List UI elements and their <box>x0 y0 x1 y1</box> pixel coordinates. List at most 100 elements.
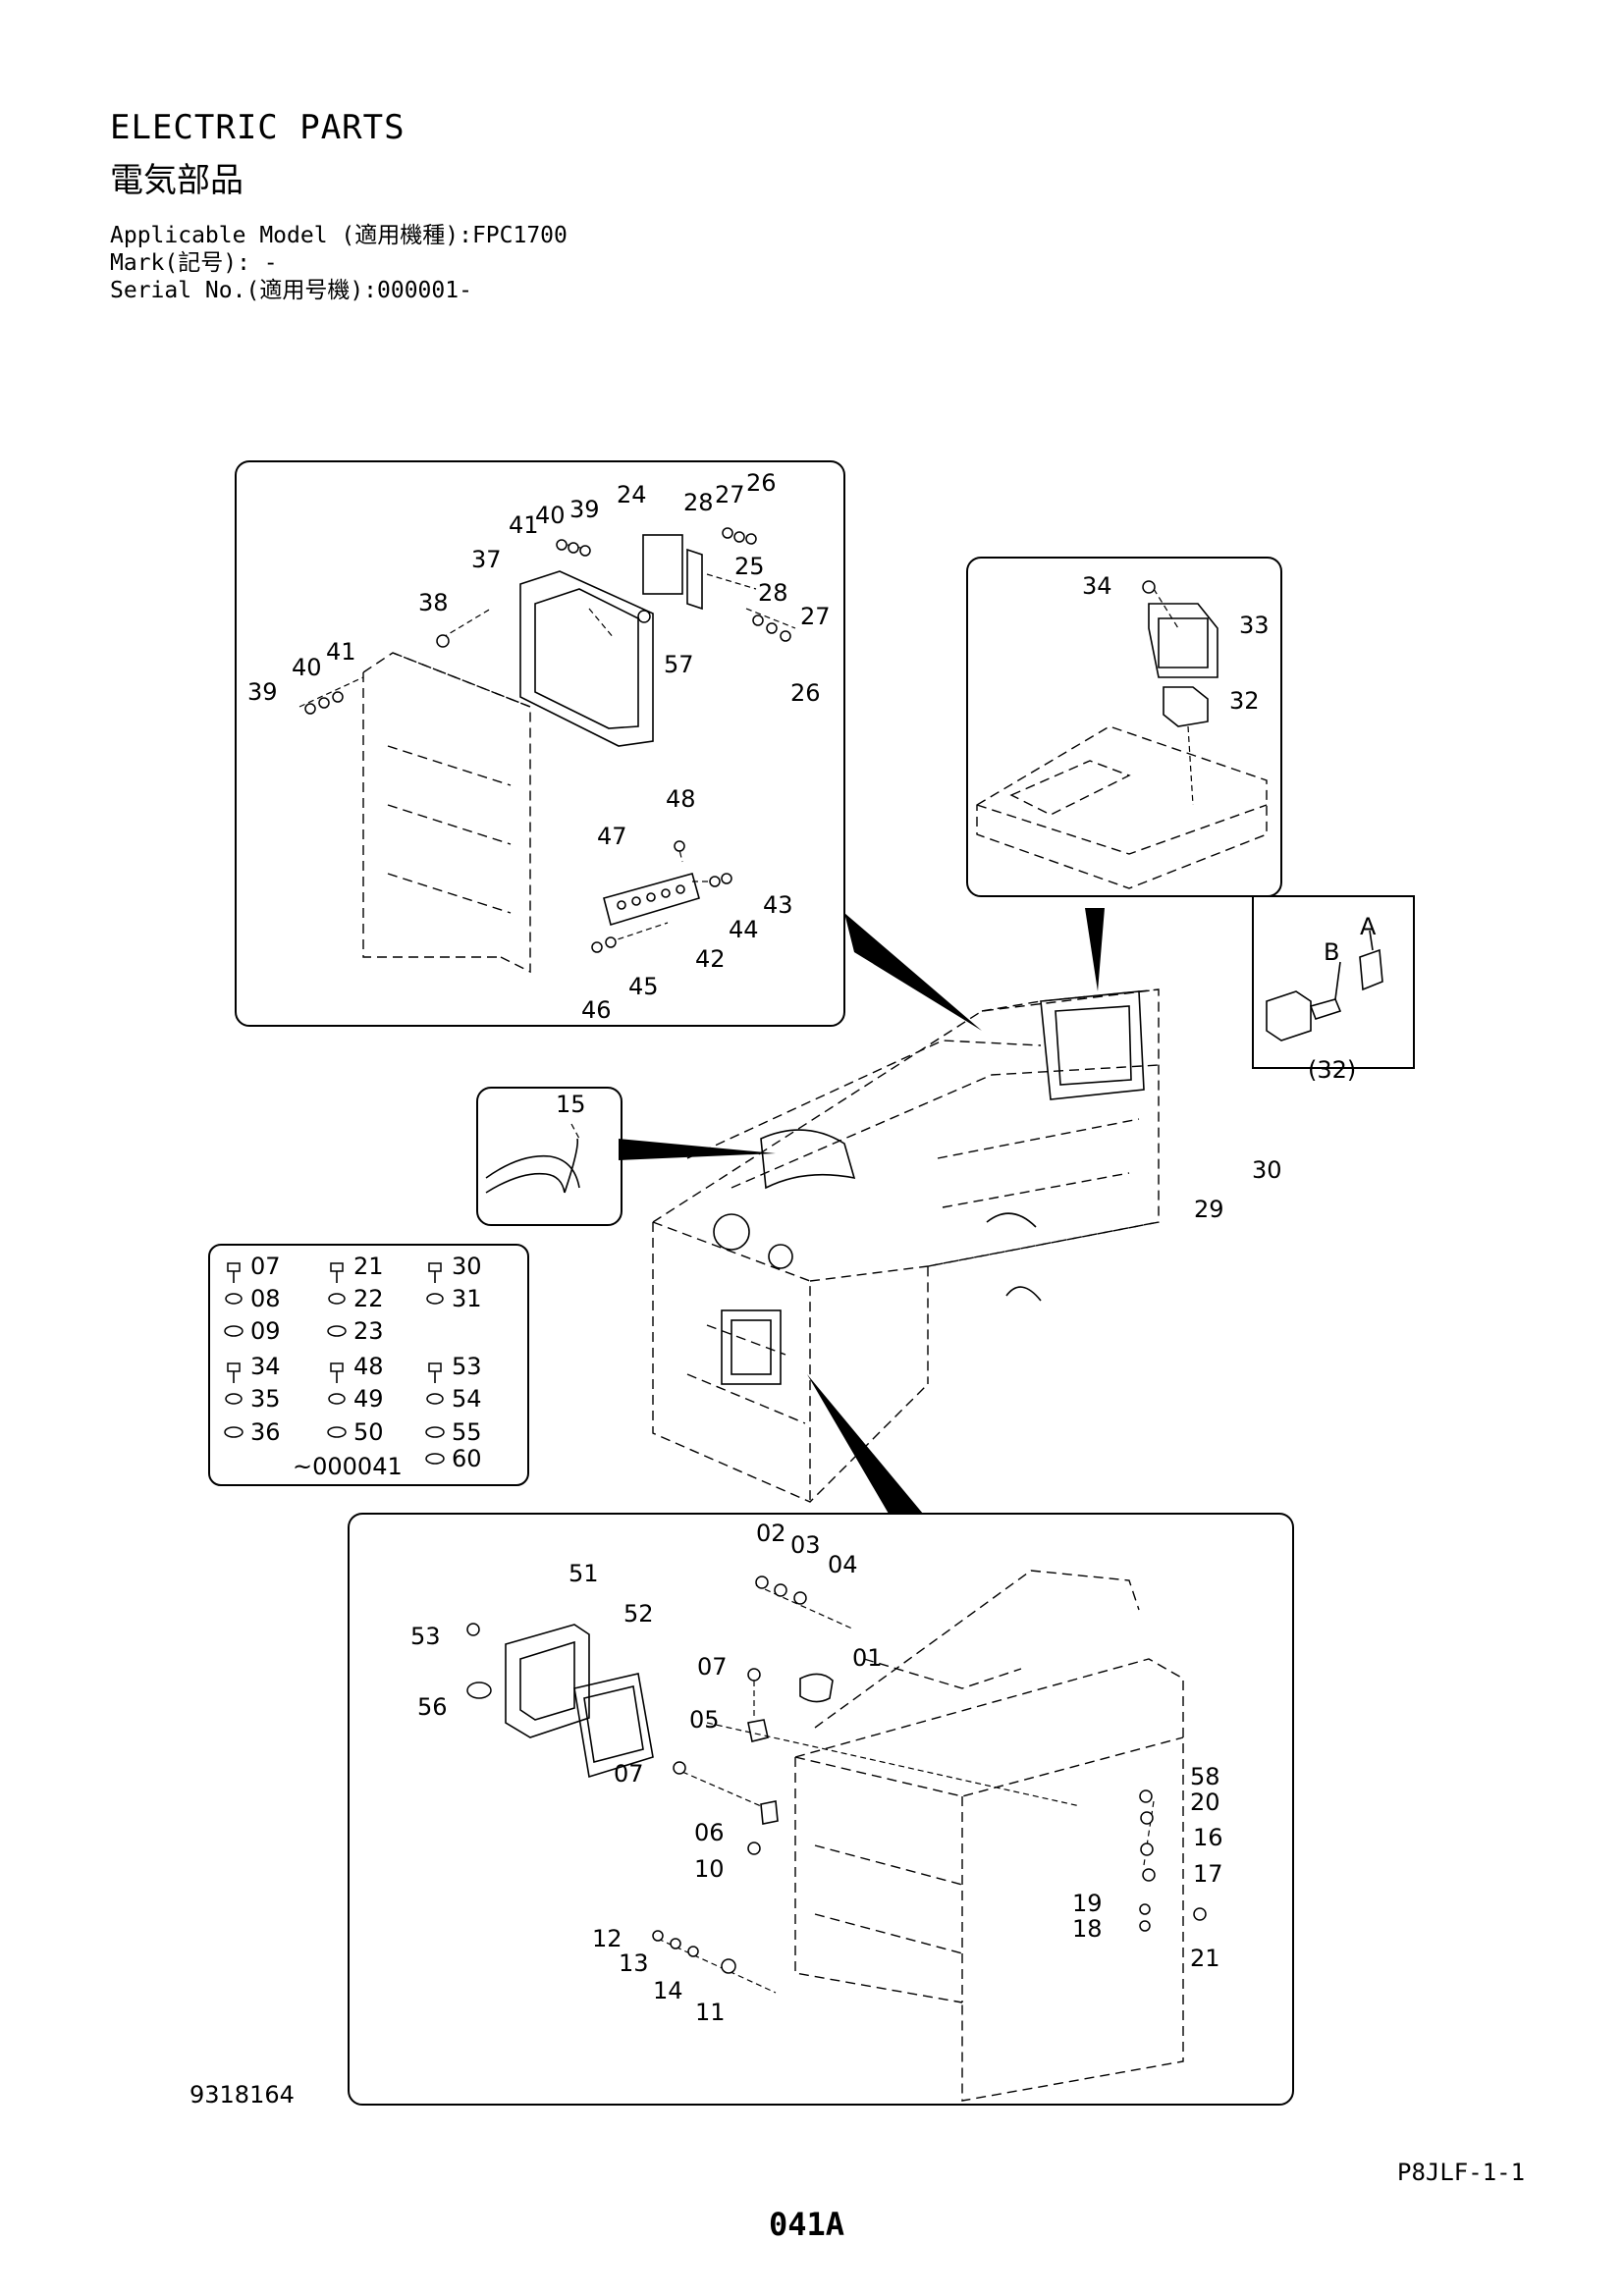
flat-washer-icon <box>327 1325 347 1337</box>
control-panel-assembly <box>298 527 796 974</box>
fastener-legend-box <box>208 1244 529 1486</box>
lock-washer-icon <box>225 1293 243 1305</box>
bottom-assembly <box>466 1570 1207 2102</box>
legend-part-number: 22 <box>353 1285 384 1312</box>
diagram-number: 9318164 <box>189 2081 295 2109</box>
callout-label: 58 <box>1190 1763 1220 1790</box>
bolt-icon <box>227 1262 241 1283</box>
callout-label: 53 <box>410 1623 441 1650</box>
callout-label: A <box>1360 913 1377 940</box>
legend-part-number: 60 <box>452 1445 482 1472</box>
callout-label: 06 <box>694 1819 725 1846</box>
callout-label: 39 <box>247 678 278 706</box>
legend-part-number: 53 <box>452 1353 482 1380</box>
callout-label: 13 <box>619 1949 649 1977</box>
bolt-icon <box>330 1362 344 1383</box>
flat-washer-icon <box>327 1426 347 1438</box>
legend-part-number: 55 <box>452 1418 482 1446</box>
page-number: 041A <box>769 2206 845 2243</box>
page-code: P8JLF-1-1 <box>1397 2159 1526 2186</box>
callout-label: 28 <box>683 489 714 516</box>
callout-label: 02 <box>756 1520 786 1547</box>
lock-washer-icon <box>328 1293 346 1305</box>
legend-part-number: 30 <box>452 1253 482 1280</box>
machine-body <box>652 988 1160 1503</box>
callout-label: 51 <box>568 1560 599 1587</box>
callout-label: 29 <box>1194 1196 1224 1223</box>
callout-label: 05 <box>689 1706 720 1734</box>
callout-label: 19 <box>1072 1890 1103 1917</box>
callout-label: 11 <box>695 1999 726 2026</box>
callout-label: 24 <box>617 481 647 508</box>
callout-label: 33 <box>1239 612 1270 639</box>
detail-box-control-panel <box>235 460 845 1027</box>
callout-label: 46 <box>581 996 612 1024</box>
page-title: ELECTRIC PARTS <box>110 108 406 147</box>
lock-washer-icon <box>426 1293 444 1305</box>
callout-label: 30 <box>1252 1156 1282 1184</box>
legend-part-number: 09 <box>250 1317 281 1345</box>
callout-label: 52 <box>623 1600 654 1628</box>
detail-box-bottom <box>348 1513 1294 2106</box>
fastener-legend-icons <box>224 1262 445 1465</box>
lock-washer-icon <box>328 1393 346 1405</box>
callout-label: 34 <box>1082 572 1112 600</box>
detail-box-part-32 <box>1252 895 1415 1069</box>
part-32-detail <box>1266 930 1383 1041</box>
callout-label: 48 <box>666 785 696 813</box>
detail-box-top-unit <box>966 557 1282 897</box>
applicable-model: Applicable Model (適用機種):FPC1700 <box>110 223 568 248</box>
callout-label: 57 <box>664 651 694 678</box>
mark-field: Mark(記号): - <box>110 250 278 276</box>
callout-label: 40 <box>292 654 322 681</box>
callout-label: 18 <box>1072 1915 1103 1943</box>
legend-part-number: 54 <box>452 1385 482 1413</box>
callout-label: 01 <box>852 1644 883 1672</box>
legend-part-number: 48 <box>353 1353 384 1380</box>
callout-label: 14 <box>653 1977 683 2004</box>
callout-label: 45 <box>628 973 659 1000</box>
bolt-icon <box>227 1362 241 1383</box>
callout-label: 20 <box>1190 1789 1220 1816</box>
flat-washer-icon <box>224 1426 244 1438</box>
callout-label: 04 <box>828 1551 858 1578</box>
legend-part-number: 31 <box>452 1285 482 1312</box>
callout-label: 27 <box>715 481 745 508</box>
legend-part-number: 34 <box>250 1353 281 1380</box>
callout-label: 44 <box>729 916 759 943</box>
callout-label: 26 <box>790 679 821 707</box>
callout-label: 43 <box>763 891 793 919</box>
flat-washer-icon <box>425 1426 445 1438</box>
pointer-wedge <box>844 913 982 1031</box>
legend-part-number: 08 <box>250 1285 281 1312</box>
callout-label: 07 <box>614 1760 644 1788</box>
callout-label: 12 <box>592 1925 623 1952</box>
legend-part-number: 23 <box>353 1317 384 1345</box>
legend-part-number: 36 <box>250 1418 281 1446</box>
bolt-icon <box>330 1262 344 1283</box>
legend-part-number: 50 <box>353 1418 384 1446</box>
callout-label: 26 <box>746 469 777 497</box>
callout-label: 28 <box>758 579 788 607</box>
callout-label: 40 <box>535 502 566 529</box>
page-title-japanese: 電気部品 <box>110 161 244 200</box>
callout-label: 41 <box>326 638 356 666</box>
callout-label: (32) <box>1308 1056 1356 1084</box>
callout-label: 56 <box>417 1693 448 1721</box>
bolt-icon <box>428 1262 442 1283</box>
legend-part-number: 49 <box>353 1385 384 1413</box>
callout-label: 42 <box>695 945 726 973</box>
legend-serial-note: ~000041 <box>293 1453 403 1480</box>
legend-part-number: 21 <box>353 1253 384 1280</box>
callout-label: 47 <box>597 823 627 850</box>
callout-label: B <box>1324 938 1339 966</box>
callout-label: 32 <box>1229 687 1260 715</box>
callout-label: 03 <box>790 1531 821 1559</box>
callout-label: 41 <box>509 511 539 539</box>
legend-part-number: 35 <box>250 1385 281 1413</box>
callout-label: 16 <box>1193 1824 1223 1851</box>
callout-label: 21 <box>1190 1945 1220 1972</box>
callout-label: 37 <box>471 546 502 573</box>
pointer-wedge <box>807 1374 923 1514</box>
